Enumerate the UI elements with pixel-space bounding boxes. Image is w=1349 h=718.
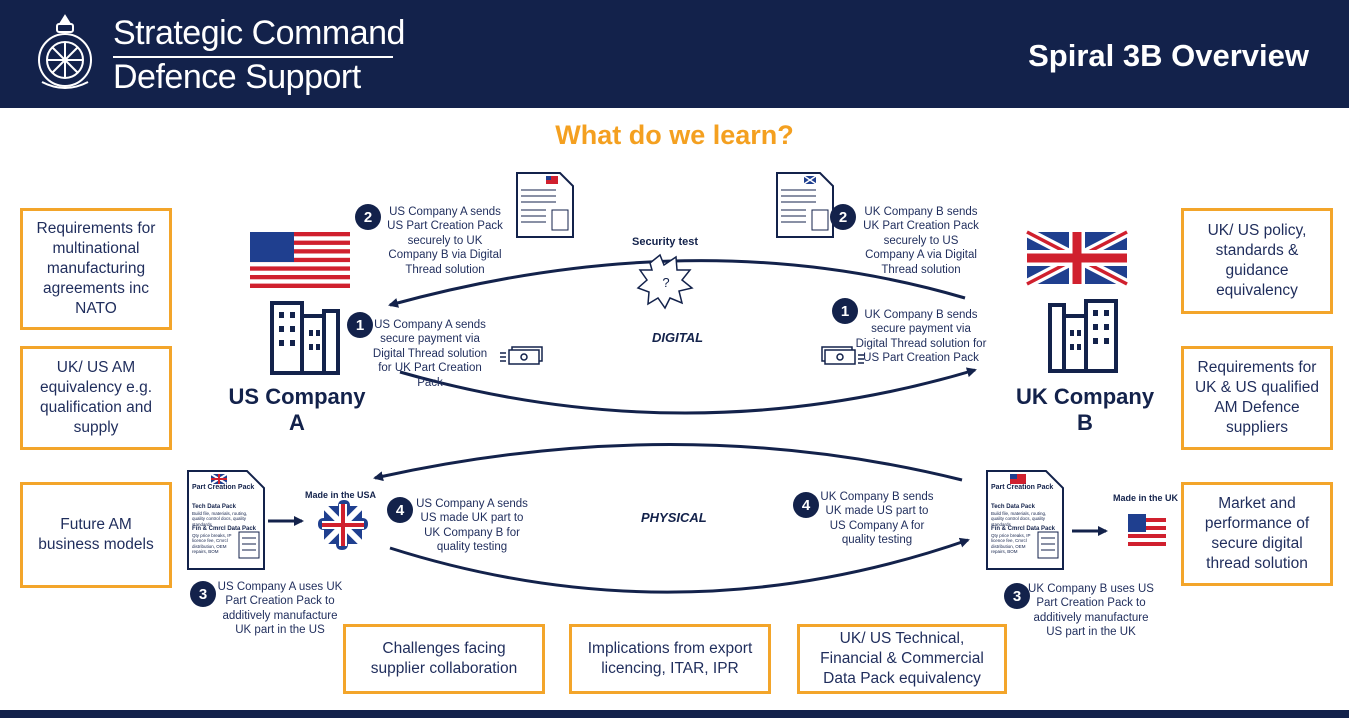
document-icon-bottom-right: Part Creation Pack Tech Data Pack Build … [986,470,1064,570]
doc-title: Part Creation Pack [192,484,255,491]
bottom-box-3: UK/ US Technical, Financial & Commercial… [797,624,1007,694]
page-title: Spiral 3B Overview [1028,38,1309,73]
step-bubble-us-2: 2 [355,204,381,230]
security-test-label: Security test [632,236,699,248]
us-flag-icon [250,232,350,288]
us-building-icon [270,301,340,375]
bottom-box-1: Challenges facing supplier collaboration [343,624,545,694]
uk-flag-icon [1024,227,1130,289]
step-text-uk-4: UK Company B sends UK made US part to US… [820,491,934,547]
doc-tech-heading: Tech Data Pack [192,504,236,510]
left-box-3: Future AM business models [20,482,172,588]
step-bubble-uk-1: 1 [832,298,858,324]
doc-fin-items: Qty price breaks, IP licence fee, Cmrcl … [192,533,232,555]
header-divider [113,56,393,58]
step-bubble-us-3: 3 [190,581,216,607]
step-text-uk-3: UK Company B uses US Part Creation Pack … [1028,583,1154,639]
step-text-uk-1: UK Company B sends secure payment via Di… [855,309,987,365]
doc-tech-items: Build file, materials, routing, quality … [991,511,1047,527]
doc-title: Part Creation Pack [991,484,1054,491]
step-text-us-3: US Company A uses UK Part Creation Pack … [217,581,343,637]
document-icon-top-right [776,172,834,238]
security-burst-icon: ? [636,253,694,310]
svg-text:?: ? [662,275,669,290]
org-name-line1: Strategic Command [113,14,405,52]
puzzle-part-icon-uk [1122,508,1172,558]
company-uk: UK Company B [1015,384,1155,436]
right-box-2: Requirements for UK & US qualified AM De… [1181,346,1333,450]
uk-building-icon [1048,299,1118,373]
made-in-uk-label: Made in the UK [1113,493,1179,503]
physical-arrow-to-us [373,443,963,482]
org-name-line2: Defence Support [113,58,361,96]
step-text-us-1: US Company A sends secure payment via Di… [372,319,488,389]
digital-label: DIGITAL [652,330,704,345]
subtitle: What do we learn? [555,120,794,150]
money-icon-uk [821,346,864,365]
right-box-1: UK/ US policy, standards & guidance equi… [1181,208,1333,314]
step-bubble-us-1: 1 [347,312,373,338]
step-text-us-4: US Company A sends US made UK part to UK… [416,498,528,554]
physical-label: PHYSICAL [641,510,707,525]
right-box-3: Market and performance of secure digital… [1181,482,1333,586]
left-box-1: Requirements for multinational manufactu… [20,208,172,330]
footer-bar [0,710,1349,718]
doc-fin-heading: Fin & Cmrcl Data Pack [991,526,1056,532]
made-in-usa-label: Made in the USA [305,490,377,500]
doc-tech-items: Build file, materials, routing, quality … [192,511,248,527]
step-bubble-us-4: 4 [387,497,413,523]
company-us: US Company A [228,384,366,436]
step-bubble-uk-3: 3 [1004,583,1030,609]
document-icon-top-left [516,172,574,238]
document-icon-bottom-left: Part Creation Pack Tech Data Pack Build … [187,470,265,570]
digital-arrow-to-uk [399,367,977,415]
step-bubble-uk-4: 4 [793,492,819,518]
physical-arrow-to-uk [389,537,970,594]
doc-fin-items: Qty price breaks, IP licence fee, Cmrcl … [991,533,1031,555]
step-bubble-uk-2: 2 [830,204,856,230]
crest-icon [38,14,92,89]
puzzle-part-icon-us [318,500,368,550]
money-icon-us [500,346,543,365]
left-box-2: UK/ US AM equivalency e.g. qualification… [20,346,172,450]
doc-tech-heading: Tech Data Pack [991,504,1035,510]
digital-arrow-to-us [388,259,966,308]
doc-fin-heading: Fin & Cmrcl Data Pack [192,526,257,532]
step-text-us-2: US Company A sends US Part Creation Pack… [387,206,503,276]
bottom-box-2: Implications from export licencing, ITAR… [569,624,771,694]
step-text-uk-2: UK Company B sends UK Part Creation Pack… [863,206,979,276]
header-bar: Strategic Command Defence Support Spiral… [0,0,1349,108]
